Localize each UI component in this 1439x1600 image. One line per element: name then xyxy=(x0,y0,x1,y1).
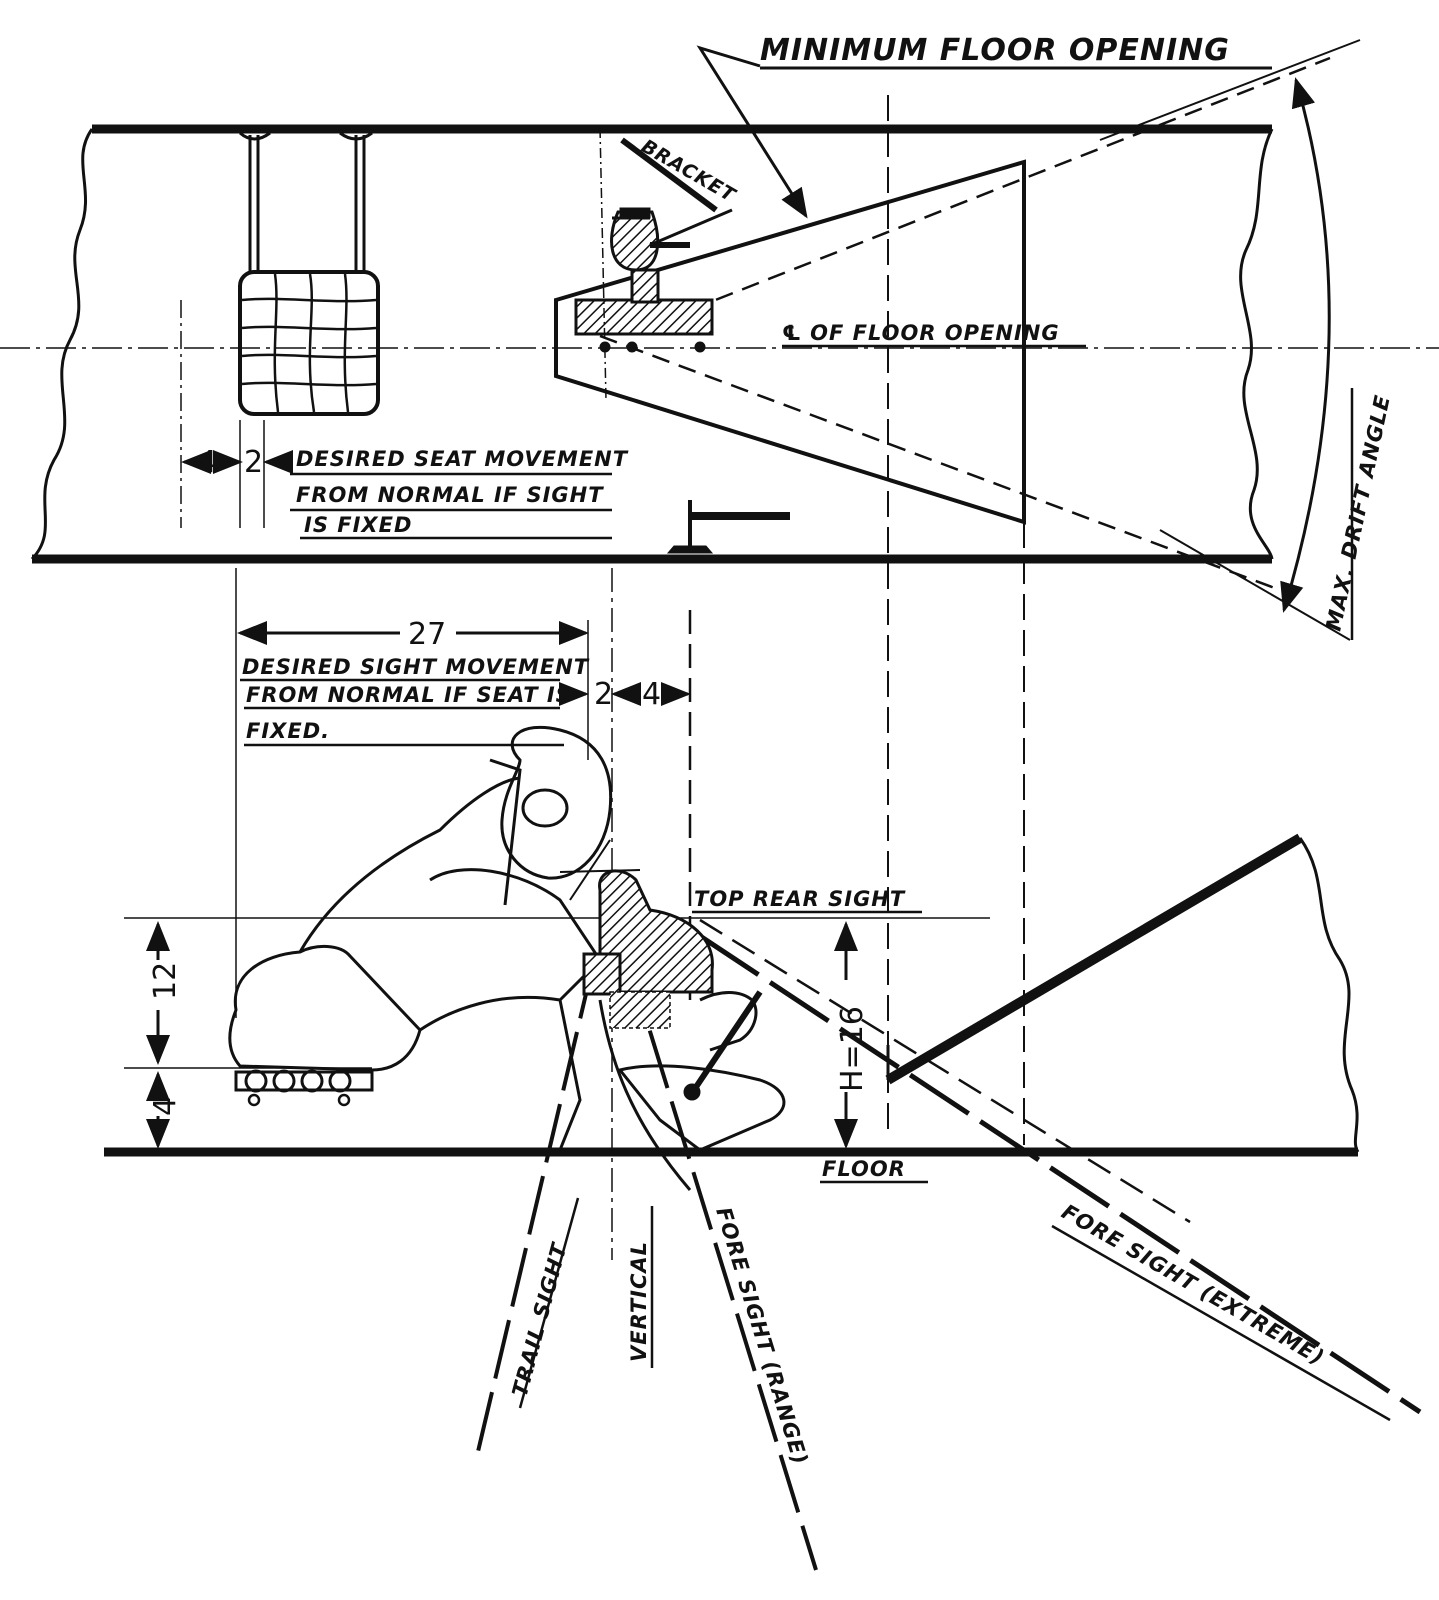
label-max-drift-angle: MAX. DRIFT ANGLE xyxy=(1321,392,1395,633)
label-seat-movement-line3: IS FIXED xyxy=(304,513,412,537)
sight-plan xyxy=(574,127,733,401)
label-minimum-floor-opening: MINIMUM FLOOR OPENING xyxy=(760,33,1230,68)
dim-sight-2: 2 xyxy=(594,677,613,712)
label-trail-sight: TRAIL SIGHT xyxy=(508,1239,572,1399)
bombsight-elevation xyxy=(559,839,714,1029)
dim-sight-27: 27 xyxy=(408,617,446,652)
label-sight-movement-line2: FROM NORMAL IF SEAT IS xyxy=(246,683,572,707)
label-seat-movement-line1: DESIRED SEAT MOVEMENT xyxy=(296,447,629,471)
crouching-bombardier-figure xyxy=(228,725,786,1191)
dim-sight-4: 4 xyxy=(642,677,661,712)
dim-seat-4: 4 xyxy=(198,445,217,480)
seat-plan xyxy=(238,131,380,416)
lower-bracket-plan xyxy=(666,500,790,554)
dim-seat-2: 2 xyxy=(244,445,263,480)
seat-elevation xyxy=(234,1069,374,1107)
label-fore-sight-extreme: FORE SIGHT (EXTREME) xyxy=(1058,1200,1329,1370)
dim-height-12: 12 xyxy=(148,962,183,1000)
dim-h-16: H=16 xyxy=(835,1006,870,1092)
plan-break-left xyxy=(30,128,94,561)
label-fore-sight-range: FORE SIGHT (RANGE) xyxy=(711,1204,812,1467)
dim-height-4: 4 xyxy=(148,1097,183,1116)
label-sight-movement-line1: DESIRED SIGHT MOVEMENT xyxy=(242,655,590,679)
label-bracket: BRACKET xyxy=(638,135,741,207)
label-vertical: VERTICAL xyxy=(627,1241,651,1362)
label-sight-movement-line3: FIXED. xyxy=(246,719,330,743)
elevation-view xyxy=(104,568,1422,1571)
label-floor: FLOOR xyxy=(822,1157,906,1181)
label-centerline-floor-opening: ℄ OF FLOOR OPENING xyxy=(782,321,1060,345)
plan-break-right xyxy=(1239,128,1274,560)
label-top-rear-sight: TOP REAR SIGHT xyxy=(694,887,906,911)
plan-view xyxy=(0,39,1439,1145)
label-seat-movement-line2: FROM NORMAL IF SIGHT xyxy=(296,483,604,507)
